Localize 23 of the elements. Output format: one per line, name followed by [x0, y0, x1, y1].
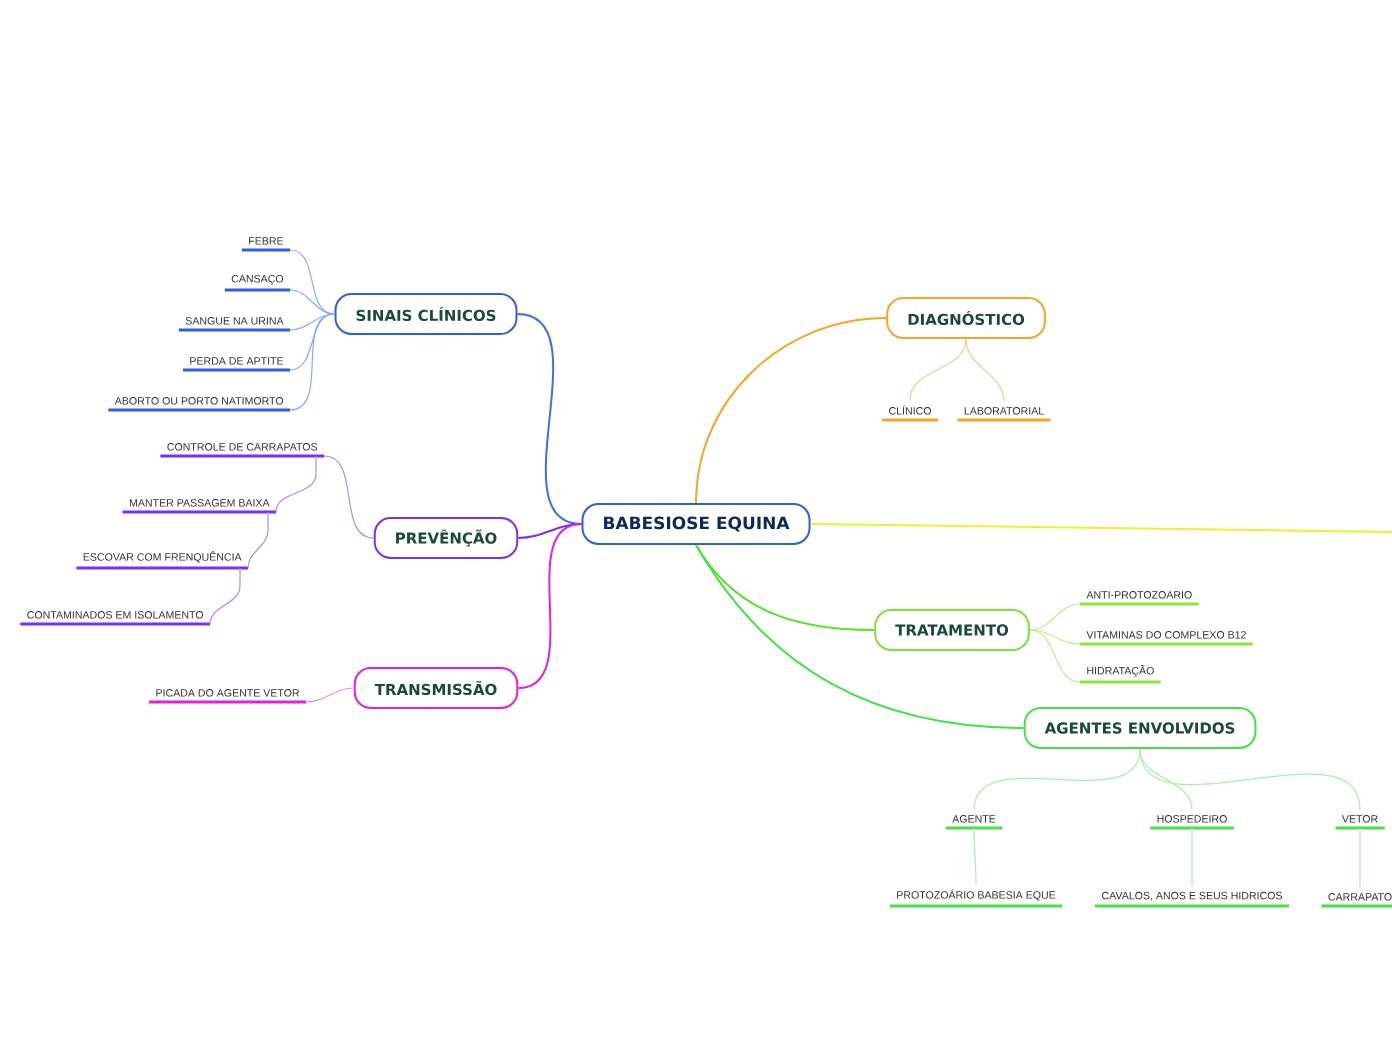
topic-box: BABESIOSE EQUINA: [581, 503, 811, 545]
connector: [1029, 629, 1081, 645]
connector: [973, 827, 977, 885]
connector: [809, 523, 1392, 533]
connector: [247, 511, 269, 569]
connector: [965, 338, 1005, 403]
connector: [695, 544, 1025, 729]
connector: [1139, 748, 1361, 811]
connector: [1359, 827, 1361, 889]
connector: [695, 544, 876, 631]
connector: [517, 523, 583, 689]
connector: [973, 748, 1141, 811]
connector: [289, 313, 336, 411]
connector: [695, 317, 888, 504]
connector: [289, 289, 336, 315]
connector: [209, 567, 241, 625]
connector: [909, 338, 967, 401]
connector: [305, 687, 355, 703]
connector: [1029, 603, 1081, 631]
connector: [1191, 827, 1193, 888]
connector: [1029, 629, 1081, 683]
connector: [275, 455, 317, 513]
connector: [323, 455, 375, 539]
